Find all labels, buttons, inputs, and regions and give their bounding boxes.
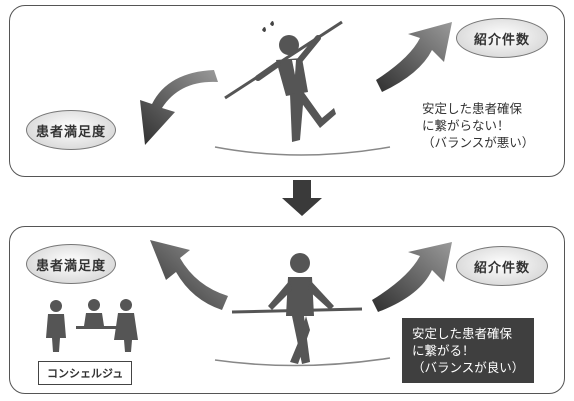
referral-count-label: 紹介件数 xyxy=(473,260,530,276)
sweat-drops-icon xyxy=(262,21,274,32)
arrow-to-satisfaction-bottom xyxy=(150,240,228,310)
note-line-1: 安定した患者確保 xyxy=(412,326,513,341)
patient-satisfaction-label: 患者満足度 xyxy=(35,124,106,140)
bottom-note-box: 安定した患者確保 に繋がる！ （バランスが良い） xyxy=(402,318,535,383)
note-line-2: に繋がらない！ xyxy=(422,118,510,133)
tightrope-top xyxy=(214,146,391,156)
patient-satisfaction-pill-bottom: 患者満足度 xyxy=(26,244,116,284)
balancing-person-figure xyxy=(231,253,363,364)
referral-count-pill-bottom: 紹介件数 xyxy=(456,246,548,286)
top-note: 安定した患者確保 に繋がらない！ （バランスが悪い） xyxy=(422,100,534,151)
tightrope-bottom xyxy=(214,357,391,367)
note-line-2: に繋がる！ xyxy=(412,343,475,358)
falling-person-figure xyxy=(224,20,343,142)
arrow-to-referrals-top xyxy=(376,22,452,92)
patient-satisfaction-label: 患者満足度 xyxy=(35,258,106,274)
referral-count-pill-top: 紹介件数 xyxy=(456,18,548,58)
note-line-3: （バランスが悪い） xyxy=(422,135,535,150)
concierge-label: コンシェルジュ xyxy=(38,361,133,385)
concierge-staff-icon xyxy=(46,299,138,352)
referral-count-label: 紹介件数 xyxy=(473,32,530,48)
patient-satisfaction-pill-top: 患者満足度 xyxy=(26,110,116,150)
arrow-to-referrals-bottom xyxy=(372,242,452,312)
arrow-to-satisfaction-top xyxy=(140,70,218,145)
down-arrow-icon xyxy=(282,180,322,216)
note-line-3: （バランスが良い） xyxy=(412,360,525,375)
note-line-1: 安定した患者確保 xyxy=(422,101,523,116)
